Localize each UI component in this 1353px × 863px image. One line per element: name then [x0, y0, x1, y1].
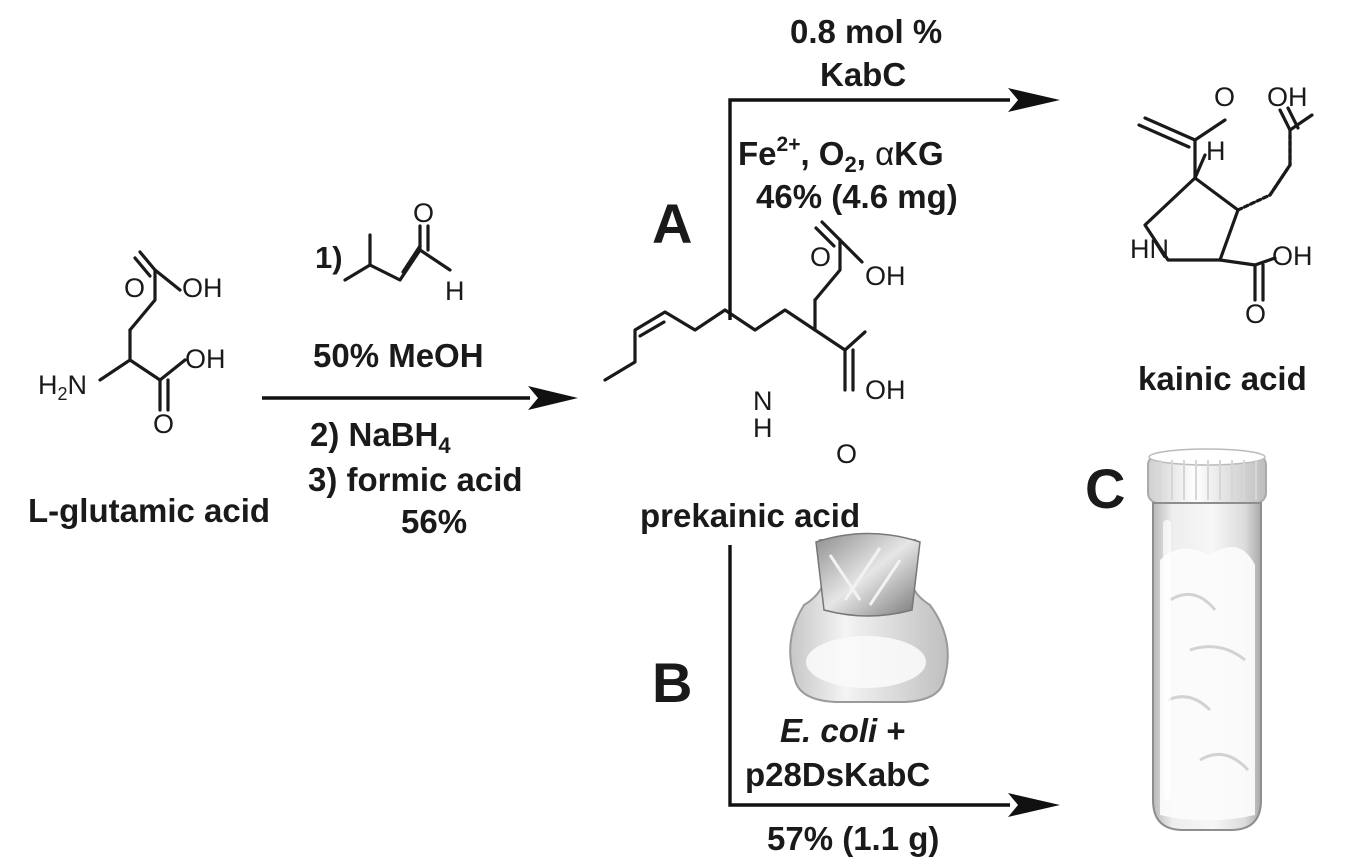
prenal-o: O: [413, 198, 434, 228]
kainic-oh-top: OH: [1267, 82, 1308, 112]
glutamic-oh-bottom: OH: [185, 344, 226, 374]
route-b-plasmid: p28DsKabC: [745, 756, 930, 793]
step1-conditions: 1) O H 50% MeOH 2) NaBH4 3) formic acid …: [308, 198, 523, 540]
route-b: B E. coli + p28DsKabC 57% (1.1 g): [652, 545, 1060, 857]
kainic-acid-vial-photo: [1147, 448, 1267, 831]
prekainic-h: H: [753, 413, 773, 443]
step1-solvent: 50% MeOH: [313, 337, 484, 374]
step1-number: 1): [315, 240, 343, 275]
glutamic-acid-structure: O OH H2N OH O: [38, 250, 226, 439]
route-a-arrow: [728, 98, 1010, 320]
route-b-organism: E. coli +: [780, 712, 906, 749]
route-b-letter: B: [652, 651, 692, 714]
route-b-yield: 57% (1.1 g): [767, 820, 939, 857]
route-a-loading: 0.8 mol %: [790, 13, 942, 50]
kainic-acid-label: kainic acid: [1138, 360, 1307, 397]
route-a-arrowhead: [1008, 88, 1060, 112]
prenal-h: H: [445, 276, 465, 306]
flask-photo: [789, 532, 949, 703]
prekainic-acid-label: prekainic acid: [640, 497, 860, 534]
prekainic-oh-top: OH: [865, 261, 906, 291]
step1-yield: 56%: [401, 503, 467, 540]
route-a-yield: 46% (4.6 mg): [756, 178, 958, 215]
prekainic-o-top: O: [810, 242, 831, 272]
route-a-letter: A: [652, 192, 692, 255]
prekainic-oh-bottom: OH: [865, 375, 906, 405]
route-b-arrow: [728, 545, 1010, 807]
step1-formic: 3) formic acid: [308, 461, 523, 498]
kainic-o-bottom: O: [1245, 299, 1266, 329]
kainic-acid-structure: O OH H HN OH O: [1130, 82, 1314, 329]
kainic-oh-bottom: OH: [1272, 241, 1313, 271]
glutamic-oh-top: OH: [182, 273, 223, 303]
panel-c-letter: C: [1085, 457, 1125, 520]
step1-nabh4: 2) NaBH4: [310, 416, 451, 458]
glutamic-o-bottom: O: [153, 409, 174, 439]
glutamic-o-top: O: [124, 273, 145, 303]
route-a-cofactors: Fe2+, O2, αKG: [738, 133, 944, 177]
prekainic-n: N: [753, 386, 773, 416]
route-b-arrowhead: [1008, 793, 1060, 817]
prekainic-acid-structure: O OH N H OH O: [603, 220, 906, 469]
kainic-o-top: O: [1214, 82, 1235, 112]
kainic-h: H: [1206, 136, 1226, 166]
glutamic-acid-label: L-glutamic acid: [28, 492, 270, 529]
step1-arrowhead: [528, 386, 578, 410]
route-a: A 0.8 mol % KabC Fe2+, O2, αKG 46% (4.6 …: [652, 13, 1060, 320]
glutamic-h2n: H2N: [38, 370, 87, 404]
prenal-structure: [343, 233, 452, 282]
route-a-enzyme: KabC: [820, 56, 906, 93]
prekainic-o-bottom: O: [836, 439, 857, 469]
kainic-hn: HN: [1130, 234, 1169, 264]
